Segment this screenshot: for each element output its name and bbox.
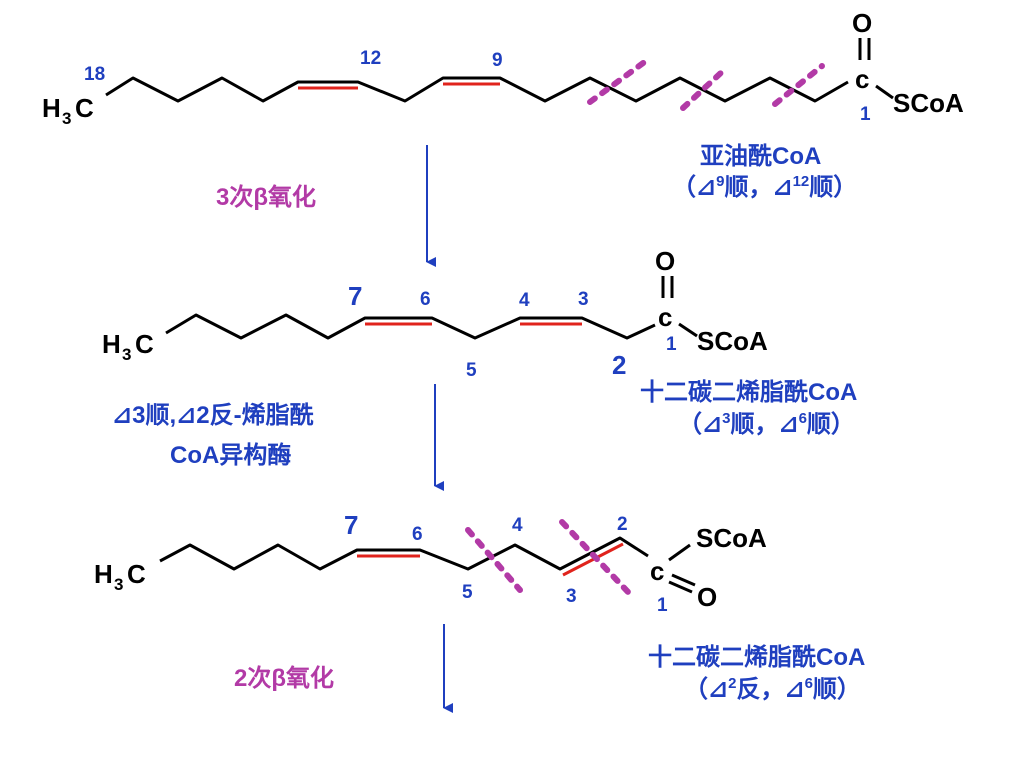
carbon-chain [159, 536, 649, 571]
carbonyl-bond [671, 573, 696, 587]
molecule-desc-2: （⊿3顺，⊿6顺） [678, 410, 855, 438]
carbon-number-1: 1 [657, 595, 668, 616]
molecule-name-linoleoyl-coa: 亚油酰CoA [700, 143, 821, 170]
carbonyl-carbon: c [658, 302, 672, 332]
carbon-number-2: 2 [612, 350, 626, 380]
dodecadienoyl-coa-trans2-cis6: H 3 C 7 6 5 4 3 2 SCoA c O 1 [94, 510, 767, 616]
carbonyl-carbon: c [650, 556, 664, 586]
carbon-number-6: 6 [420, 289, 431, 310]
molecule-name-dodecadienoyl-coa-2: 十二碳二烯脂酰CoA [648, 643, 865, 671]
scoa-group: SCoA [893, 88, 964, 118]
methyl-c: C [135, 329, 154, 359]
scoa-group: SCoA [696, 523, 767, 553]
thioester-bond [678, 322, 698, 338]
methyl-subscript: 3 [62, 109, 71, 128]
carbon-number-7: 7 [344, 510, 358, 540]
cleavage-mark [559, 519, 631, 595]
cleavage-mark [772, 63, 825, 107]
methyl-subscript: 3 [114, 575, 123, 594]
carbonyl-oxygen: O [655, 246, 675, 276]
cleavage-mark [465, 527, 523, 593]
carbon-number-12: 12 [360, 48, 381, 69]
carbon-number-3: 3 [578, 289, 589, 310]
molecule-name-dodecadienoyl-coa: 十二碳二烯脂酰CoA [640, 378, 857, 406]
carbonyl-oxygen: O [852, 8, 872, 38]
carbon-chain [105, 76, 849, 103]
methyl-h: H [94, 559, 113, 589]
carbon-number-4: 4 [512, 515, 523, 536]
methyl-h: H [102, 329, 121, 359]
cleavage-mark [680, 67, 727, 111]
thioester-bond [875, 84, 894, 100]
carbon-number-4: 4 [519, 290, 530, 311]
carbon-number-3: 3 [566, 586, 577, 607]
reaction-label-1: 3次β氧化 [216, 183, 316, 211]
carbon-number-6: 6 [412, 524, 423, 545]
carbonyl-oxygen: O [697, 582, 717, 612]
carbon-number-18: 18 [84, 64, 105, 85]
carbon-number-1: 1 [666, 334, 677, 355]
molecule-desc-3: （⊿2反，⊿6顺） [684, 675, 861, 703]
carbon-number-5: 5 [462, 582, 473, 603]
methyl-h: H [42, 93, 61, 123]
molecule-desc-1: （⊿9顺，⊿12顺） [672, 173, 857, 201]
methyl-c: C [127, 559, 146, 589]
scoa-group: SCoA [697, 326, 768, 356]
thioester-bond [668, 543, 691, 562]
carbon-number-1: 1 [860, 104, 871, 125]
enzyme-label-line2: CoA异构酶 [170, 441, 291, 469]
methyl-c: C [75, 93, 94, 123]
carbonyl-bond [668, 580, 693, 594]
linoleoyl-coa-molecule: H 3 C 18 12 9 O c SCoA 1 [42, 8, 964, 128]
cleavage-mark [587, 55, 653, 105]
carbonyl-carbon: c [855, 64, 869, 94]
carbon-number-5: 5 [466, 360, 477, 381]
double-bond-2 [562, 542, 624, 577]
reaction-label-2: 2次β氧化 [234, 664, 334, 692]
carbon-chain [165, 313, 656, 340]
methyl-subscript: 3 [122, 345, 131, 364]
carbon-number-7: 7 [348, 281, 362, 311]
enzyme-label-line1: ⊿3顺,⊿2反-烯脂酰 [112, 401, 314, 429]
carbon-number-9: 9 [492, 50, 503, 71]
dodecadienoyl-coa-cis3-cis6: H 3 C 7 6 5 4 3 2 O c SCoA 1 [102, 246, 768, 381]
carbon-number-2: 2 [617, 514, 628, 535]
